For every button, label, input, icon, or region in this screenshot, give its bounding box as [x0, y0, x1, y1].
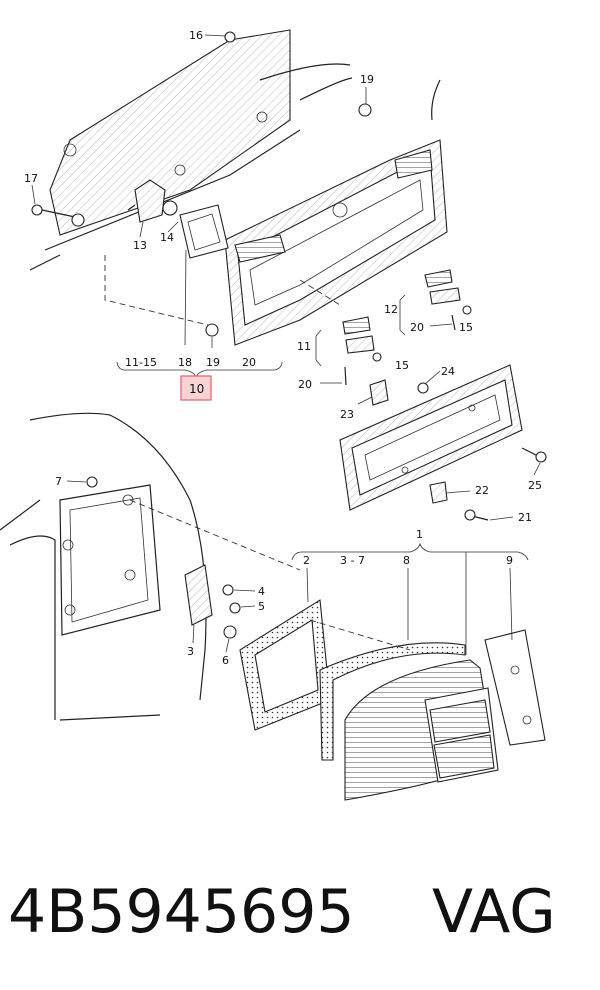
fasteners-top	[31, 31, 372, 337]
callout-16: 16	[189, 29, 203, 42]
lamp-gasket-14	[179, 204, 229, 259]
callout-6: 6	[222, 654, 229, 667]
callout-3: 3	[187, 645, 194, 658]
callout-17: 17	[24, 172, 38, 185]
tail-light-gasket-2	[239, 599, 331, 731]
callout-20b: 20	[410, 321, 424, 334]
callout-3-7: 3 - 7	[340, 554, 365, 567]
parts-diagram: 16 19 17 13 14 18 19 20 11-15 12 20 15 1…	[0, 29, 547, 801]
callout-11-15: 11-15	[125, 356, 157, 369]
nut-7	[86, 476, 98, 488]
callout-4: 4	[258, 585, 265, 598]
callout-15a: 15	[459, 321, 473, 334]
licence-plate-recess-frame	[224, 139, 448, 346]
highlight-callout-10[interactable]: 10	[180, 375, 212, 401]
highlight-label: 10	[189, 382, 204, 396]
callout-24: 24	[441, 365, 455, 378]
callout-25: 25	[528, 479, 542, 492]
callout-1: 1	[416, 528, 423, 541]
callout-19b: 19	[206, 356, 220, 369]
callout-labels: 16 19 17 13 14 18 19 20 11-15 12 20 15 1…	[24, 29, 542, 667]
callout-23: 23	[340, 408, 354, 421]
callout-11: 11	[297, 340, 311, 353]
callout-9: 9	[506, 554, 513, 567]
tail-light-lens	[344, 659, 499, 801]
callout-19a: 19	[360, 73, 374, 86]
callout-12: 12	[384, 303, 398, 316]
callout-14: 14	[160, 231, 174, 244]
callout-5: 5	[258, 600, 265, 613]
trunk-lid-panel	[29, 29, 441, 271]
callout-13: 13	[133, 239, 147, 252]
licence-plate-holder	[339, 364, 547, 521]
callout-20c: 20	[298, 378, 312, 391]
tail-light-seal-8	[319, 642, 466, 761]
callout-22: 22	[475, 484, 489, 497]
trunk-lock-housing	[127, 179, 178, 223]
callout-20a: 20	[242, 356, 256, 369]
callout-21: 21	[518, 511, 532, 524]
callout-8: 8	[403, 554, 410, 567]
tail-light-bracket-9	[484, 629, 546, 746]
callout-18: 18	[178, 356, 192, 369]
rear-body-panel	[0, 412, 207, 721]
plate-light-lower	[342, 316, 382, 386]
assembly-lines	[104, 255, 411, 651]
callout-2: 2	[303, 554, 310, 567]
callout-15b: 15	[395, 359, 409, 372]
plate-light-upper	[424, 269, 472, 331]
callout-7: 7	[55, 475, 62, 488]
part-number: 4B5945695	[8, 877, 355, 947]
brand-name: VAG	[432, 877, 556, 947]
bulb-holder-3	[184, 564, 241, 639]
